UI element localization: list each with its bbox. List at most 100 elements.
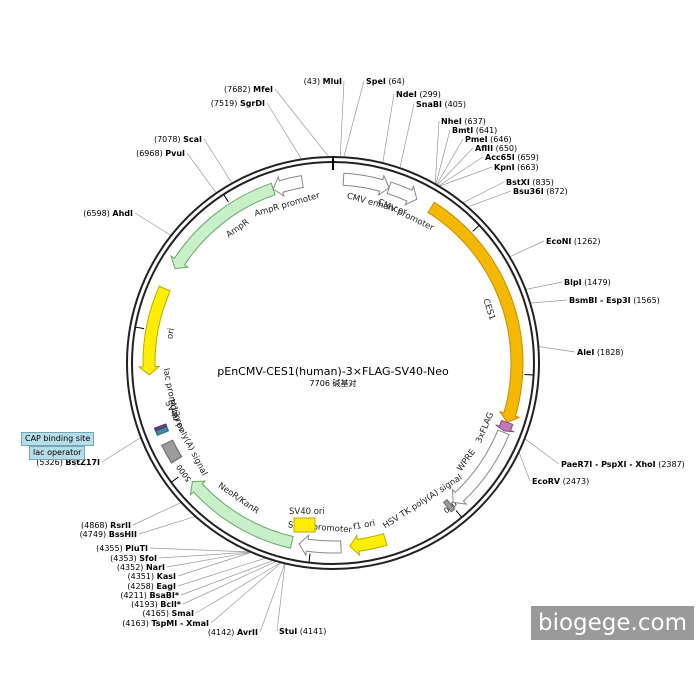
f1-ori-feature [349, 533, 388, 557]
tick-mark [472, 224, 480, 232]
wpre-feature [451, 429, 510, 505]
site-sfoi-label: (4353) SfoI [110, 554, 157, 563]
cmv-promoter-feature [386, 181, 418, 206]
site-bsabi-label: (4211) BsaBI* [120, 591, 179, 600]
ori-feature [137, 285, 171, 376]
site-paer7i-pspxi-xhoi-label: PaeR7I - PspXI - XhoI (2387) [561, 460, 685, 469]
leader-line [259, 563, 286, 633]
leader-line [435, 129, 451, 185]
leader-line [203, 138, 233, 184]
sv40-ori-box [293, 517, 316, 533]
leader-lines-layer [101, 80, 576, 633]
ces1-feature [427, 201, 524, 424]
m13-rev-feature [153, 423, 168, 432]
tick-mark [170, 476, 179, 483]
leader-line [210, 562, 282, 624]
leader-line [462, 181, 505, 204]
site-bstxi-label: BstXI (835) [506, 178, 554, 187]
tick-label: 5000 [174, 463, 193, 484]
site-bsshii-label: (4749) BssHII [80, 530, 137, 539]
site-ahdi-label: (6598) AhdI [83, 209, 133, 218]
backbone-inner [131, 161, 535, 565]
watermark: biogege.com [531, 606, 694, 640]
site-sgrdi-label: (7519) SgrDI [211, 99, 265, 108]
site-mfei-label: (7682) MfeI [224, 85, 273, 94]
f1-ori-label: f1 ori [352, 519, 376, 533]
site-ecorv-label: EcoRV (2473) [532, 477, 589, 486]
site-bsmbi-esp3i-label: BsmBI - Esp3I (1565) [569, 296, 660, 305]
leader-line [182, 560, 277, 605]
site-stui-label: StuI (4141) [279, 627, 326, 636]
site-kpni-label: KpnI (663) [494, 163, 539, 172]
tick-mark [308, 553, 311, 563]
site-spei-label: SpeI (64) [366, 77, 405, 86]
leader-line [399, 103, 415, 169]
site-pmei-label: PmeI (646) [465, 135, 512, 144]
3xflag-feature [495, 419, 515, 433]
leader-line [438, 156, 484, 187]
site-tspmi-xmai-label: (4163) TspMI - XmaI [122, 619, 209, 628]
site-scai-label: (7078) ScaI [154, 135, 202, 144]
wpre-label: WPRE [455, 448, 478, 474]
leader-line [177, 551, 252, 577]
leader-line [467, 190, 512, 208]
leader-line [186, 152, 217, 194]
leader-line [518, 451, 531, 482]
site-mlui-label: (43) MluI [304, 77, 342, 86]
leader-line [195, 562, 282, 614]
leader-line [276, 563, 286, 632]
hsv-tk-polya-feature [442, 498, 456, 513]
leader-line [434, 120, 440, 185]
leader-line [530, 299, 568, 304]
site-bcli-label: (4193) BclI* [131, 600, 182, 609]
site-bmti-label: BmtI (641) [452, 126, 497, 135]
leader-line [524, 438, 560, 465]
lac-promoter-feature [154, 426, 170, 437]
3xflag-label: 3xFLAG [474, 411, 496, 445]
site-blpi-label: BlpI (1479) [564, 278, 611, 287]
site-rsrii-label: (4868) RsrII [81, 521, 131, 530]
cap-binding-site-callout: CAP binding site [21, 432, 95, 446]
site-labels-layer: (43) MluI (7682) MfeI (7519) SgrDI (7078) S… [36, 77, 685, 637]
site-eagi-label: (4258) EagI [127, 582, 176, 591]
leader-line [149, 547, 252, 553]
leader-line [177, 557, 267, 587]
sv40-promoter-feature [298, 534, 342, 557]
leader-line [138, 516, 196, 535]
tick-mark [135, 326, 145, 330]
cmv-enhancer-feature [342, 172, 390, 197]
site-acc65i-label: Acc65I (659) [485, 153, 539, 162]
neor-kanr-feature [189, 480, 294, 549]
tick-mark [223, 194, 229, 203]
leader-line [339, 80, 345, 158]
leader-line [382, 93, 395, 164]
leader-line [436, 147, 474, 186]
leader-line [509, 240, 545, 258]
sv40-ori-label: SV40 ori [289, 507, 325, 517]
site-snabi-label: SnaBI (405) [416, 100, 466, 109]
site-alei-label: AleI (1828) [577, 348, 624, 357]
leader-line [538, 346, 576, 353]
leader-line [343, 80, 365, 158]
ori-label: ori [165, 327, 177, 340]
site-nari-label: (4352) NarI [117, 563, 165, 572]
site-bstz17i-label: (5326) BstZ17I [36, 458, 100, 467]
site-pluti-label: (4355) PluTI [96, 544, 148, 553]
leader-line [101, 437, 142, 463]
tick-mark [455, 510, 463, 518]
lac-operator-callout: lac operator [29, 446, 86, 460]
site-avrii-label: (4142) AvrII [208, 628, 258, 637]
leader-line [132, 502, 182, 526]
site-ndei-label: NdeI (299) [396, 90, 441, 99]
leader-line [525, 281, 563, 290]
site-aflii-label: AflII (650) [475, 144, 517, 153]
leader-line [438, 166, 493, 187]
map-size: 7706 碱基对 [310, 378, 357, 388]
site-smai-label: (4165) SmaI [142, 609, 194, 618]
site-kasi-label: (4351) KasI [128, 572, 177, 581]
site-pvui-label: (6968) PvuI [136, 149, 185, 158]
leader-line [436, 138, 464, 186]
ampr-label: AmpR [225, 217, 252, 240]
sv40-polya-feature [161, 439, 183, 464]
site-nhei-label: NheI (637) [441, 117, 486, 126]
